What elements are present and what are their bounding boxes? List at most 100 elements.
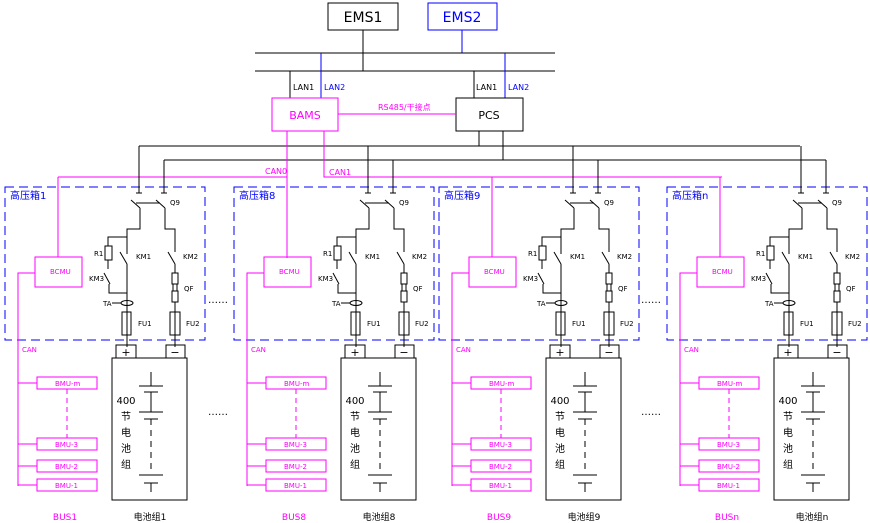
q9-blade-right xyxy=(384,199,395,209)
fu2-label: FU2 xyxy=(848,320,862,328)
q9-label: Q9 xyxy=(832,199,842,207)
can0-label: CAN0 xyxy=(265,167,287,176)
plus-label: + xyxy=(121,346,130,359)
fu1-label: FU1 xyxy=(367,320,381,328)
bmu-label: BMU-1 xyxy=(489,482,512,490)
fu1-label: FU1 xyxy=(800,320,814,328)
pack-label: 电池组8 xyxy=(363,511,396,523)
km3-blade xyxy=(332,272,340,285)
battery-pack-box xyxy=(340,357,417,501)
qf-upper xyxy=(400,272,408,285)
fu1-label: FU1 xyxy=(138,320,152,328)
r1-resistor xyxy=(538,245,547,261)
qf-upper xyxy=(171,272,179,285)
cell-count-text: 400 xyxy=(116,396,135,407)
km2-label: KM2 xyxy=(183,253,198,261)
plus-label: + xyxy=(783,346,792,359)
bmu-box xyxy=(698,459,760,473)
q9-blade-left xyxy=(564,199,575,209)
qf-label: QF xyxy=(413,285,423,293)
km3-label: KM3 xyxy=(89,275,104,283)
km3-return xyxy=(542,284,561,294)
fu2-label: FU2 xyxy=(186,320,200,328)
can-label: CAN xyxy=(684,346,699,354)
fu2-fuse xyxy=(603,311,615,336)
km3-return xyxy=(770,284,789,294)
km1-blade xyxy=(781,251,790,265)
fu2-fuse xyxy=(831,311,843,336)
right-branch-wire xyxy=(598,208,610,252)
fu1-label: FU1 xyxy=(572,320,586,328)
bmu-label: BMU-3 xyxy=(284,441,307,449)
ems2-label: EMS2 xyxy=(443,10,482,26)
pcs-lan1-label: LAN1 xyxy=(476,83,497,92)
km2-label: KM2 xyxy=(845,253,860,261)
can1-label: CAN1 xyxy=(329,168,351,177)
qf-lower xyxy=(833,290,841,303)
q9-blade-left xyxy=(130,199,141,209)
km2-blade xyxy=(829,251,838,265)
r1-label: R1 xyxy=(323,250,332,258)
cell-count-text: 组 xyxy=(555,458,565,471)
plus-label: + xyxy=(350,346,359,359)
km1-label: KM1 xyxy=(365,253,380,261)
km1-blade xyxy=(553,251,562,265)
q9-blade-right xyxy=(589,199,600,209)
bams-lan2-label: LAN2 xyxy=(324,83,345,92)
bmu-label: BMU-m xyxy=(284,380,309,388)
left-branch-wire xyxy=(355,208,370,254)
km3-blade xyxy=(103,272,111,285)
bmu-label: BMU-m xyxy=(55,380,80,388)
qf-upper xyxy=(833,272,841,285)
km2-label: KM2 xyxy=(412,253,427,261)
hv-box-frame xyxy=(438,186,640,341)
right-branch-wire xyxy=(826,208,838,252)
bmu-label: BMU-2 xyxy=(489,463,512,471)
r1-label: R1 xyxy=(528,250,537,258)
cell-count-text: 组 xyxy=(783,458,793,471)
bcmu-label: BCMU xyxy=(279,268,300,276)
km3-blade xyxy=(765,272,773,285)
cell-count-text: 电 xyxy=(121,426,131,439)
r1-label: R1 xyxy=(94,250,103,258)
km3-label: KM3 xyxy=(523,275,538,283)
q9-blade-left xyxy=(359,199,370,209)
r1-resistor xyxy=(766,245,775,261)
fu2-fuse xyxy=(169,311,181,336)
bmu-label: BMU-m xyxy=(717,380,742,388)
hv-box-frame xyxy=(233,186,435,341)
qf-upper xyxy=(605,272,613,285)
cell-count-text: 池 xyxy=(555,442,565,455)
minus-label: − xyxy=(170,346,179,359)
km1-label: KM1 xyxy=(798,253,813,261)
bmu-box xyxy=(36,459,98,473)
bcmu-label: BCMU xyxy=(712,268,733,276)
hv-box-label: 高压箱8 xyxy=(239,189,275,202)
km3-label: KM3 xyxy=(318,275,333,283)
km1-label: KM1 xyxy=(136,253,151,261)
left-branch-wire xyxy=(560,208,575,254)
cell-count-text: 池 xyxy=(783,442,793,455)
qf-lower xyxy=(171,290,179,303)
precharge-wire xyxy=(336,236,356,246)
right-branch-wire xyxy=(164,208,176,252)
ta-label: TA xyxy=(764,300,774,308)
km2-blade xyxy=(396,251,405,265)
ellipsis-lower-1: …… xyxy=(208,407,228,418)
km1-blade xyxy=(119,251,128,265)
bmu-label: BMU-1 xyxy=(284,482,307,490)
hv-box-frame xyxy=(666,186,868,341)
pcs-dc-bus-1 xyxy=(139,131,480,147)
left-branch-wire xyxy=(788,208,803,254)
cell-count-text: 节 xyxy=(783,411,793,423)
q9-label: Q9 xyxy=(604,199,614,207)
can1-line xyxy=(323,131,722,178)
minus-label: − xyxy=(399,346,408,359)
pack-label: 电池组n xyxy=(796,511,829,523)
module-2: 高压箱8Q9KM1R1KM3TAFU1KM2QFFU2BCMUCANBMU-mB… xyxy=(233,146,435,523)
module-3: 高压箱9Q9KM1R1KM3TAFU1KM2QFFU2BCMUCANBMU-mB… xyxy=(438,146,640,523)
bus-label: BUS8 xyxy=(282,513,306,523)
fu1-fuse xyxy=(783,311,794,336)
cell-count-text: 池 xyxy=(350,442,360,455)
cell-count-text: 组 xyxy=(350,458,360,471)
